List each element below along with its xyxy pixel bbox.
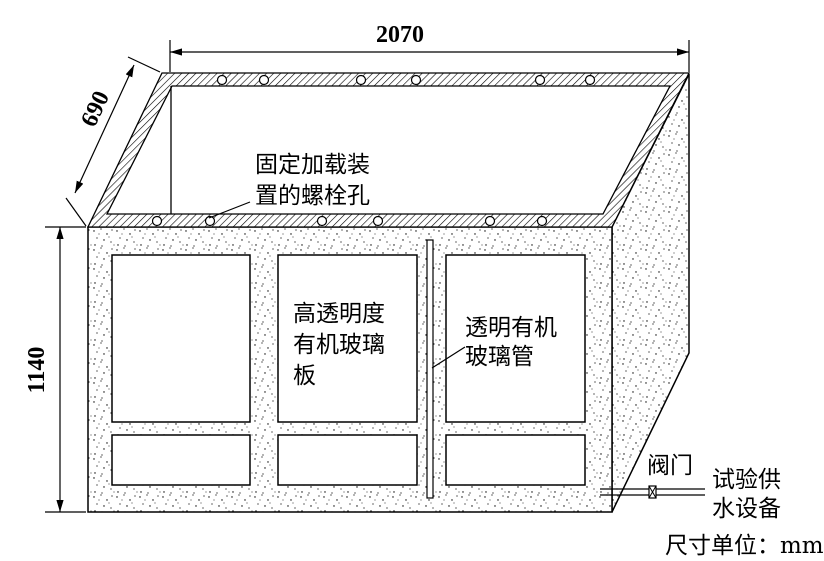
window-panel xyxy=(277,254,418,423)
bolt-hole xyxy=(534,74,546,86)
bolt-holes xyxy=(151,74,596,227)
valve-label: 阀门 xyxy=(647,453,693,479)
bolt-hole xyxy=(410,74,422,86)
bolt-hole xyxy=(372,215,384,227)
panel-label: 有机玻璃 xyxy=(293,332,385,358)
bolt-holes-label: 置的螺栓孔 xyxy=(255,183,370,209)
plexiglass-tube xyxy=(426,239,434,499)
bolt-hole xyxy=(316,215,328,227)
window-panel xyxy=(445,434,586,486)
tube-label: 玻璃管 xyxy=(465,344,534,370)
width-dimension: 690 xyxy=(76,87,115,131)
bolt-hole xyxy=(258,74,270,86)
bolt-hole xyxy=(355,74,367,86)
window-panel xyxy=(111,434,251,486)
water-supply-label: 水设备 xyxy=(712,496,781,522)
plexiglass-windows xyxy=(111,254,586,486)
bolt-hole xyxy=(216,74,228,86)
window-panel xyxy=(277,434,418,486)
bolt-holes-label: 固定加载装 xyxy=(255,152,370,178)
window-panel xyxy=(111,254,251,423)
dimension-lines xyxy=(45,40,690,513)
water-supply-label: 试验供 xyxy=(712,467,781,493)
panel-label: 板 xyxy=(293,363,316,389)
length-dimension: 2070 xyxy=(376,22,424,48)
height-dimension: 1140 xyxy=(24,347,50,394)
bolt-hole xyxy=(151,215,163,227)
top-frame xyxy=(86,72,691,228)
unit-label: 尺寸单位：mm xyxy=(665,533,824,559)
panel-label: 高透明度 xyxy=(293,301,385,327)
window-panel xyxy=(445,254,586,423)
bolt-hole xyxy=(204,215,216,227)
bolt-hole xyxy=(484,215,496,227)
bolt-hole xyxy=(584,74,596,86)
tube-label: 透明有机 xyxy=(465,315,557,341)
bolt-hole xyxy=(536,215,548,227)
valve-icon xyxy=(648,485,657,499)
